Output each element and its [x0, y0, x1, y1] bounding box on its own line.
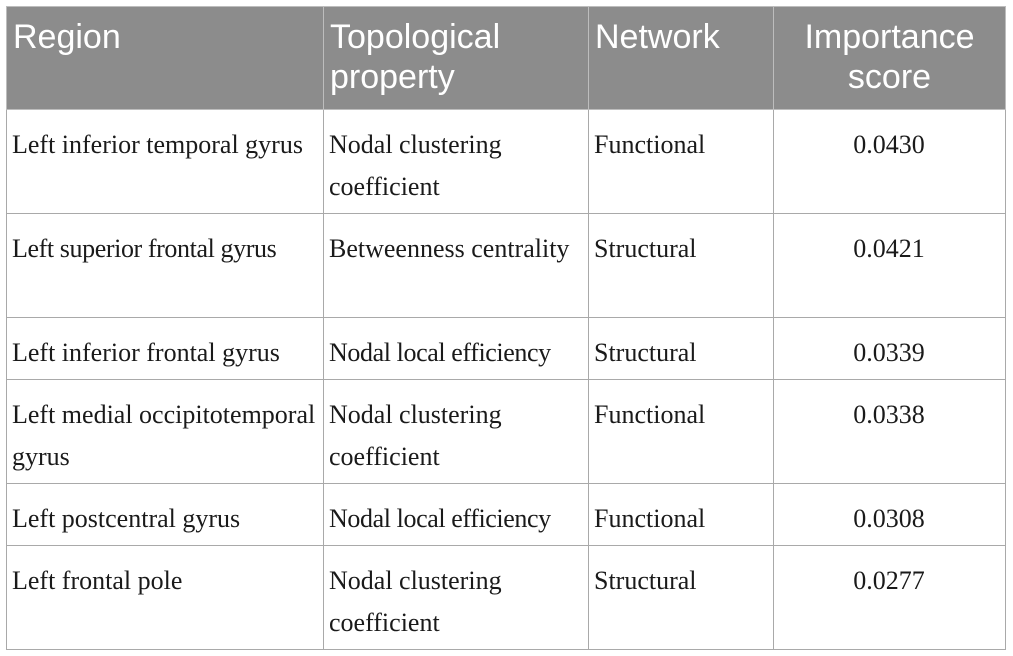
table-row: Left superior frontal gyrus Betweenness … [6, 213, 1006, 318]
table-row: Left inferior temporal gyrus Nodal clust… [6, 109, 1006, 214]
cell-topological-property: Nodal clustering coefficient [323, 545, 589, 650]
cell-topological-property: Nodal local efficiency [323, 317, 589, 380]
cell-importance-score: 0.0421 [773, 213, 1006, 318]
cell-importance-score: 0.0339 [773, 317, 1006, 380]
cell-region: Left medial occipitotemporal gyrus [6, 379, 324, 484]
cell-network: Functional [588, 109, 774, 214]
cell-region: Left postcentral gyrus [6, 483, 324, 546]
cell-topological-property: Nodal clustering coefficient [323, 379, 589, 484]
cell-region: Left inferior temporal gyrus [6, 109, 324, 214]
cell-network: Functional [588, 379, 774, 484]
importance-table: Region Topological property Network Impo… [6, 6, 1006, 650]
cell-region: Left frontal pole [6, 545, 324, 650]
cell-importance-score: 0.0430 [773, 109, 1006, 214]
cell-region: Left inferior frontal gyrus [6, 317, 324, 380]
cell-topological-property: Nodal local efficiency [323, 483, 589, 546]
cell-region: Left superior frontal gyrus [6, 213, 324, 318]
table-row: Left inferior frontal gyrus Nodal local … [6, 317, 1006, 380]
header-topological-property: Topological property [323, 6, 589, 110]
header-region: Region [6, 6, 324, 110]
table-row: Left postcentral gyrus Nodal local effic… [6, 483, 1006, 546]
header-importance-score: Importance score [773, 6, 1006, 110]
header-network: Network [588, 6, 774, 110]
cell-network: Structural [588, 213, 774, 318]
cell-network: Structural [588, 317, 774, 380]
header-row: Region Topological property Network Impo… [6, 6, 1006, 110]
cell-importance-score: 0.0338 [773, 379, 1006, 484]
table-row: Left frontal pole Nodal clustering coeff… [6, 545, 1006, 650]
cell-importance-score: 0.0277 [773, 545, 1006, 650]
cell-importance-score: 0.0308 [773, 483, 1006, 546]
cell-network: Functional [588, 483, 774, 546]
cell-network: Structural [588, 545, 774, 650]
cell-topological-property: Betweenness centrality [323, 213, 589, 318]
cell-topological-property: Nodal clustering coefficient [323, 109, 589, 214]
table-row: Left medial occipitotemporal gyrus Nodal… [6, 379, 1006, 484]
